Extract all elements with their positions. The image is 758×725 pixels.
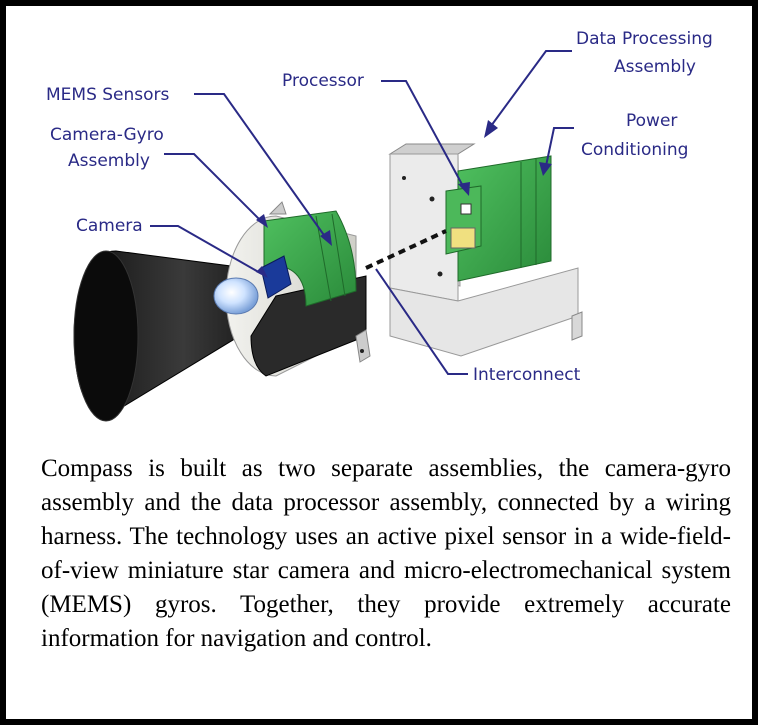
label-mems-sensors: MEMS Sensors (46, 85, 170, 105)
mounting-tab-top (268, 201, 287, 215)
processor-chip (460, 203, 472, 215)
camera-sensor-chip (260, 255, 292, 299)
label-data-processing-line2: Assembly (614, 57, 696, 77)
camera-lens (213, 277, 259, 315)
label-data-processing-line1: Data Processing (576, 29, 713, 49)
compass-diagram: Data Processing Assembly Processor MEMS … (46, 29, 713, 422)
label-processor: Processor (282, 71, 364, 91)
interconnect-harness (365, 229, 447, 270)
label-camera-gyro-line2: Assembly (68, 151, 150, 171)
dpa-tab (571, 311, 583, 341)
data-processing-assembly (388, 143, 583, 357)
processor-chip-2 (450, 227, 476, 249)
figure-caption: Compass is built as two separate assembl… (41, 455, 731, 652)
leader-lines (150, 50, 574, 375)
label-camera-gyro-line1: Camera-Gyro (50, 125, 164, 145)
gyro-black-shell (250, 275, 367, 377)
label-interconnect: Interconnect (473, 365, 581, 385)
cone-mouth (73, 250, 139, 422)
label-camera: Camera (76, 216, 143, 236)
label-power-line1: Power (626, 111, 677, 131)
camera-gyro-assembly (73, 201, 371, 422)
dpa-top-face (388, 143, 476, 155)
leader-arrowheads (256, 120, 552, 278)
mounting-tab-bottom (355, 329, 371, 363)
label-power-line2: Conditioning (581, 140, 688, 160)
